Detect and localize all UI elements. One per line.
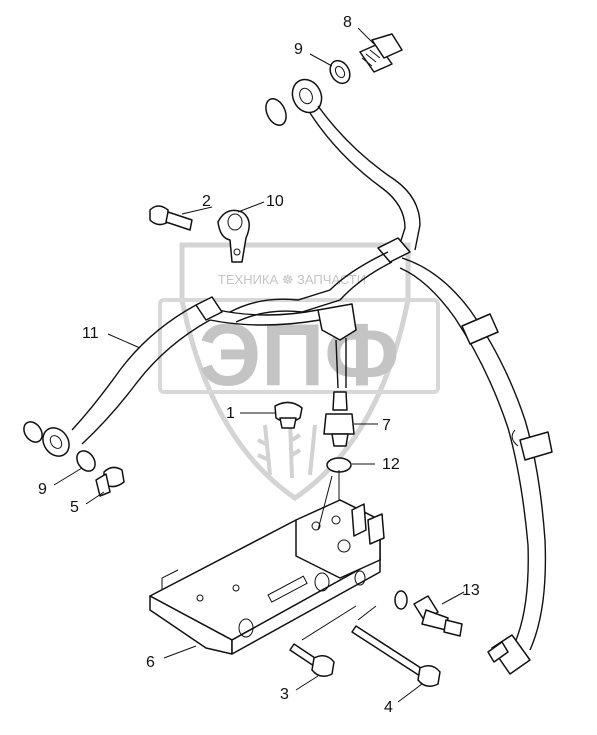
callout-5: 5 (70, 499, 79, 516)
pipe-clip-right-1 (461, 313, 499, 345)
bolt-4 (351, 625, 441, 687)
plug-1 (274, 401, 303, 429)
fitting-7 (323, 391, 355, 447)
callout-8: 8 (343, 14, 352, 31)
pipe-11-d (217, 309, 319, 316)
watermark-shield (179, 242, 411, 502)
leader-lines (53, 27, 465, 703)
watermark-big-text: ЭПФ (199, 305, 400, 404)
callout-12: 12 (382, 456, 400, 473)
callout-2: 2 (202, 193, 211, 210)
o-ring-12 (326, 457, 352, 473)
pipe-clip-left (195, 296, 223, 321)
pipe-right-b (399, 267, 529, 641)
fitting-13 (394, 590, 463, 637)
pipe-down-center (335, 338, 347, 389)
callout-6: 6 (146, 654, 155, 671)
callout-10: 10 (266, 193, 284, 210)
guide-line-bolts (301, 605, 377, 641)
pipe-end-nut-right (487, 641, 509, 663)
callout-1: 1 (226, 405, 235, 422)
callout-13: 13 (462, 582, 480, 599)
callout-4: 4 (384, 699, 393, 716)
watermark-small-text: ТЕХНИКА ☸ ЗАПЧАСТИ (218, 272, 366, 287)
pipe-right-a (401, 257, 547, 651)
bolt-2 (149, 205, 193, 231)
banjo-eye-top (291, 78, 323, 114)
banjo-eye-top-inner (299, 87, 313, 105)
clamp-10 (217, 209, 250, 263)
pipe-upper-2 (309, 112, 406, 251)
washer-top-left (265, 98, 287, 126)
washer-9-top-inner (334, 65, 346, 79)
bolt-5 (95, 466, 125, 497)
callout-3: 3 (280, 686, 289, 703)
pipe-clip-right-2 (519, 431, 553, 461)
banjo-bolt-8 (359, 33, 403, 73)
banjo-eye-left-inner (49, 435, 63, 449)
washer-9-bottom (76, 450, 96, 472)
pipe-11-b (81, 319, 211, 445)
pipe-11-c (209, 319, 331, 331)
guide-line-7 (317, 470, 340, 531)
washer-left-outer (23, 421, 43, 443)
washer-9-top (329, 59, 351, 85)
pipe-11-a (71, 304, 197, 431)
watermark: ТЕХНИКА ☸ ЗАПЧАСТИ ЭПФ (158, 242, 440, 502)
callout-9-bottom: 9 (38, 481, 47, 498)
banjo-eye-left (42, 427, 70, 457)
watermark-wheat-icon (257, 417, 317, 479)
pipe-mid-a (229, 251, 389, 313)
pipe-tee (377, 237, 411, 263)
callout-7: 7 (382, 417, 391, 434)
callout-11: 11 (82, 325, 99, 342)
pipe-upper (317, 105, 421, 251)
bolt-3 (289, 643, 335, 677)
pipe-elbow-center (317, 303, 357, 341)
bracket-6 (149, 499, 385, 655)
callout-9-top: 9 (294, 41, 303, 58)
